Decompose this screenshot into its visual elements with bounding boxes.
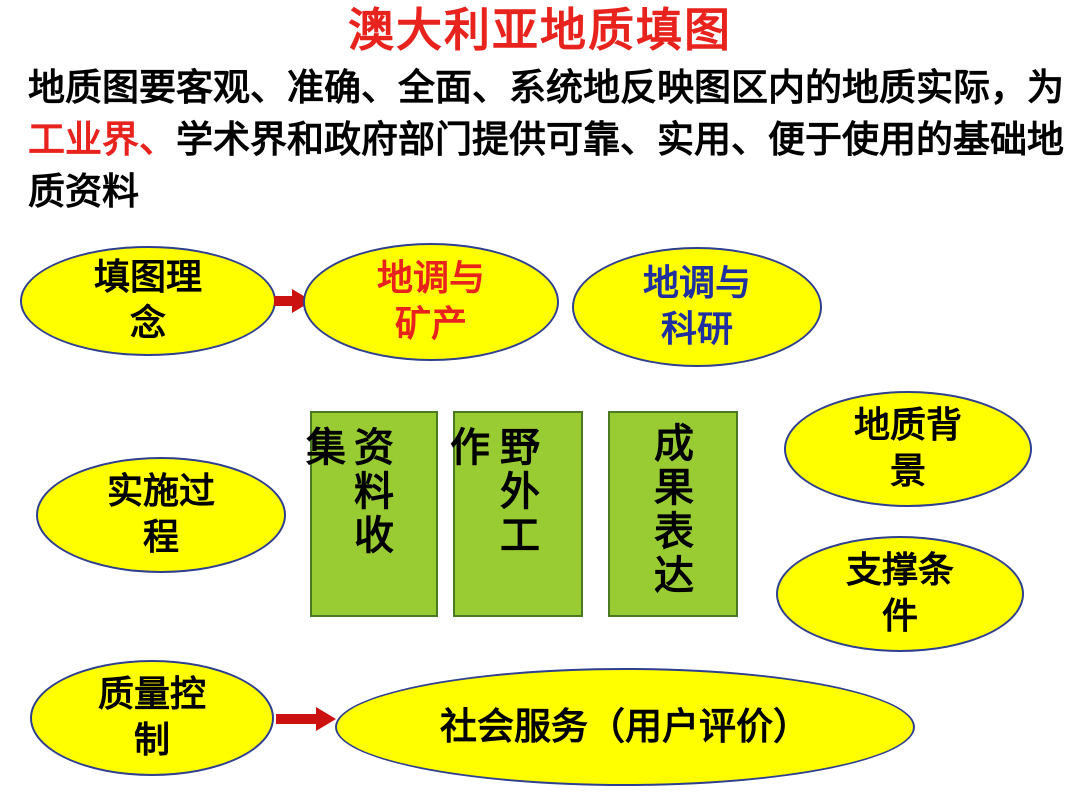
node-survey-research: 地调与科研 <box>572 247 822 367</box>
node-geo-background: 地质背景 <box>784 391 1032 507</box>
box-field-work <box>453 411 583 617</box>
arrow-concept-to-mineral <box>274 289 312 313</box>
box-data-collection-overflow: 集 <box>299 426 345 470</box>
box-field-work-label: 野外工 <box>493 426 539 558</box>
node-survey-mineral-label: 地调与矿产 <box>376 258 485 345</box>
arrow-head <box>276 707 336 731</box>
node-implementation: 实施过程 <box>36 457 286 573</box>
arrow-quality-to-service <box>276 707 336 731</box>
intro-paragraph: 地质图要客观、准确、全面、系统地反映图区内的地质实际，为工业界、学术界和政府部门… <box>28 62 1068 218</box>
node-quality: 质量控制 <box>30 660 274 776</box>
intro-highlight: 工业界、 <box>28 118 176 161</box>
node-fill-concept-label: 填图理念 <box>93 257 202 344</box>
page-title: 澳大利亚地质填图 <box>348 3 732 57</box>
node-survey-mineral: 地调与矿产 <box>303 243 559 361</box>
box-data-collection <box>310 411 438 617</box>
node-support-label: 支撑条件 <box>845 550 954 637</box>
box-data-collection-label: 资料收 <box>347 426 393 558</box>
box-results <box>608 411 738 617</box>
box-results-label: 成果表达 <box>647 422 693 598</box>
intro-text-2: 学术界和政府部门提供可靠、实用、便于使用的基础地质资料 <box>28 118 1064 213</box>
intro-text-1: 地质图要客观、准确、全面、系统地反映图区内的地质实际，为 <box>28 66 1064 109</box>
node-social-service-label: 社会服务（用户评价） <box>440 705 810 748</box>
node-survey-research-label: 地调与科研 <box>642 263 751 350</box>
arrow-head <box>274 289 312 313</box>
node-implementation-label: 实施过程 <box>106 471 215 558</box>
node-social-service: 社会服务（用户评价） <box>335 668 915 786</box>
node-support: 支撑条件 <box>776 536 1024 652</box>
box-field-work-overflow: 作 <box>443 426 489 470</box>
node-fill-concept: 填图理念 <box>20 246 276 356</box>
node-geo-background-label: 地质背景 <box>853 405 962 492</box>
node-quality-label: 质量控制 <box>97 674 206 761</box>
